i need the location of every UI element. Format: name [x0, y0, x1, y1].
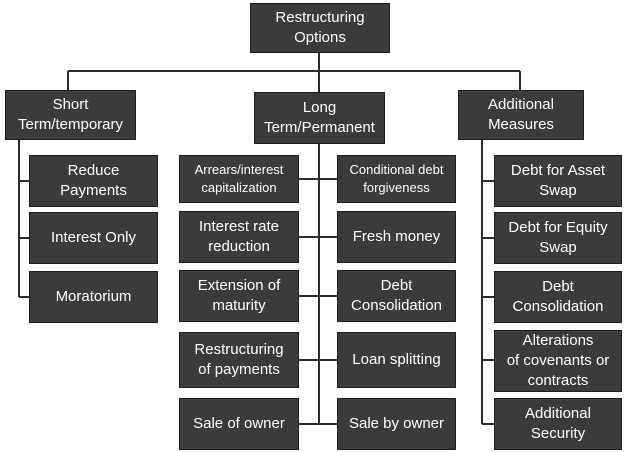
short-term-item: Moratorium	[29, 271, 158, 323]
short-term-item: Reduce Payments	[29, 155, 158, 207]
additional-item: Alterations of covenants or contracts	[494, 330, 622, 392]
additional-item: Additional Security	[494, 398, 622, 450]
long-term-left-item: Interest rate reduction	[179, 211, 299, 263]
root-node: Restructuring Options	[250, 3, 390, 53]
long-term-right-item: Conditional debt forgiveness	[337, 155, 456, 203]
long-term-left-item: Arrears/interest capitalization	[179, 155, 299, 203]
long-term-right-item: Debt Consolidation	[337, 270, 456, 322]
additional-item: Debt for Equity Swap	[494, 212, 622, 264]
category-long-term: Long Term/Permanent	[254, 92, 385, 144]
additional-item: Debt for Asset Swap	[494, 155, 622, 207]
long-term-left-item: Restructuring of payments	[179, 332, 299, 388]
category-additional: Additional Measures	[458, 90, 584, 140]
additional-item: Debt Consolidation	[494, 271, 622, 323]
long-term-right-item: Fresh money	[337, 211, 456, 263]
long-term-right-item: Loan splitting	[337, 332, 456, 388]
long-term-left-item: Extension of maturity	[179, 270, 299, 322]
long-term-right-item: Sale by owner	[337, 398, 456, 450]
short-term-item: Interest Only	[29, 212, 158, 264]
category-short-term: Short Term/temporary	[5, 90, 136, 140]
long-term-left-item: Sale of owner	[179, 398, 299, 450]
